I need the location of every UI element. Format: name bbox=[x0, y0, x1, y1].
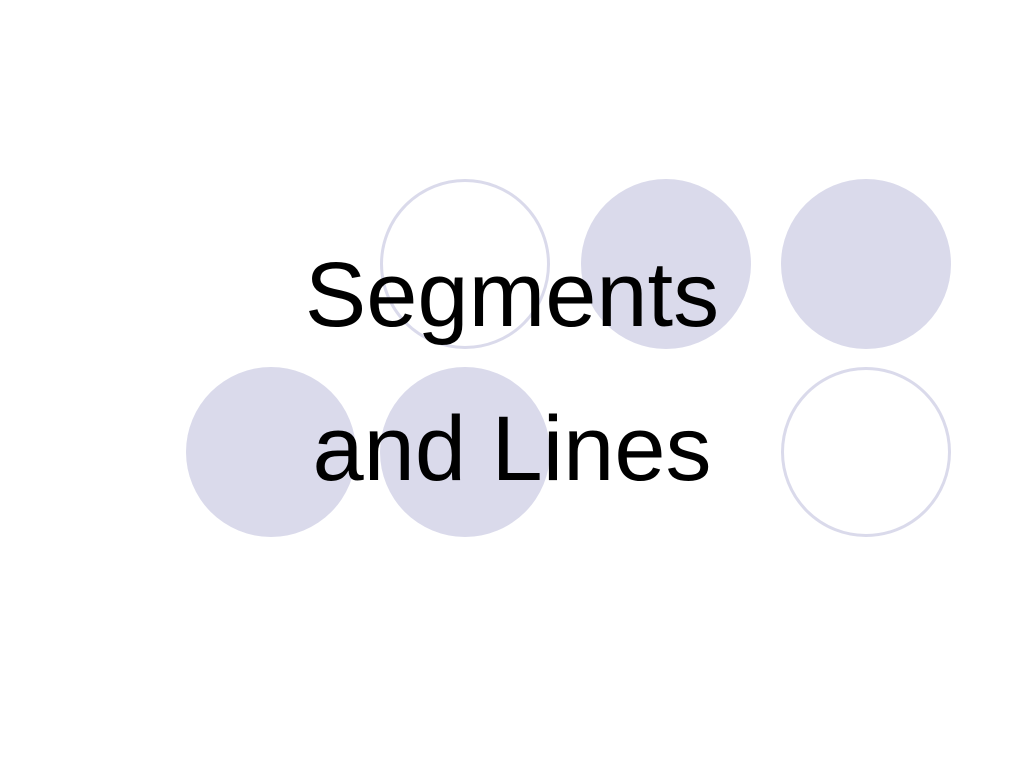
slide-title-line-2: and Lines bbox=[312, 398, 712, 500]
decorative-circle-filled bbox=[581, 179, 751, 349]
decorative-circle-filled bbox=[380, 367, 550, 537]
slide-title-line-1: Segments bbox=[304, 244, 720, 346]
decorative-circle-outline bbox=[380, 179, 550, 349]
decorative-circle-outline bbox=[781, 367, 951, 537]
decorative-circle-filled bbox=[781, 179, 951, 349]
decorative-circle-filled bbox=[186, 367, 356, 537]
slide-title: Segments and Lines bbox=[0, 218, 1024, 526]
